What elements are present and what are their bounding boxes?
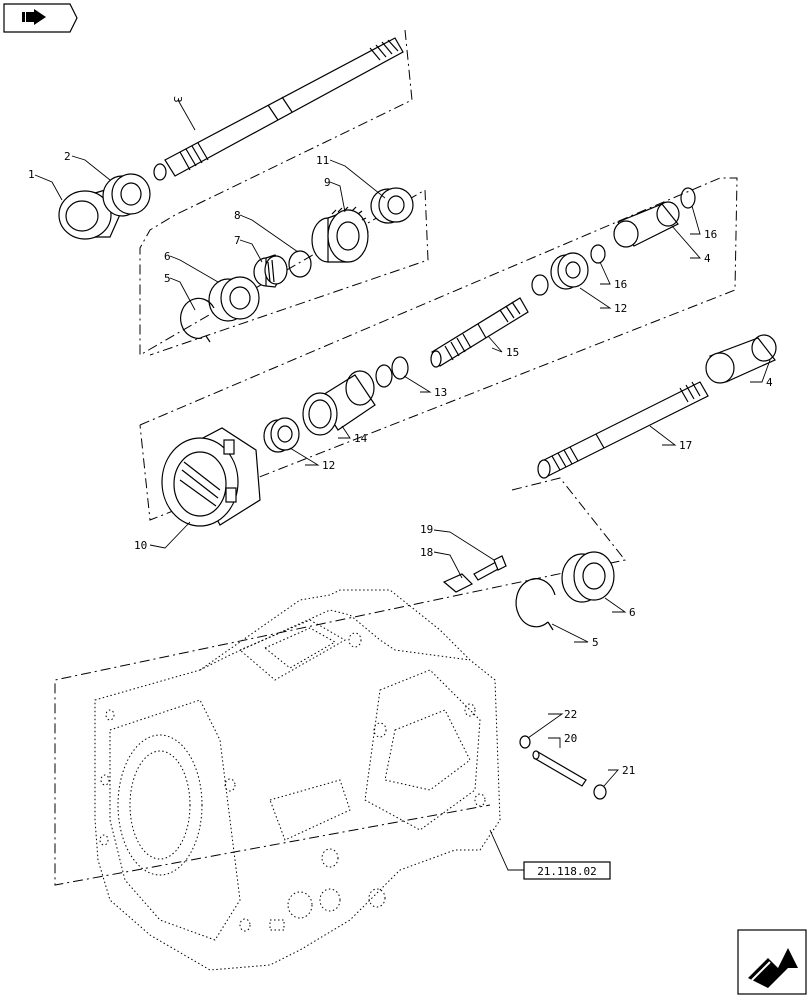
callout-14: 14 [354,432,368,445]
callout-4-lower: 4 [766,376,773,389]
callout-5-lower: 5 [592,636,599,649]
part-4-sleeve-lower [705,334,777,384]
callout-11: 10 [134,539,147,552]
part-16-ring-b [590,244,606,264]
part-19-bolt [473,555,507,581]
leader-lines [34,99,771,871]
part-16-ring-a [680,187,696,209]
callout-13: 13 [434,386,447,399]
callout-17: 17 [679,439,692,452]
callout-7: 7 [234,234,241,247]
callout-21: 21 [622,764,635,777]
reference-link[interactable]: 21.118.02 [523,861,611,880]
callout-15: 15 [506,346,519,359]
part-10-bearing [370,187,414,224]
callout-12-middle: 12 [322,459,335,472]
callout-10: 11 [316,154,329,167]
part-15-shaft [430,297,529,368]
callout-6-lower: 6 [629,606,636,619]
assembly-outline-middle [139,177,738,521]
callout-22: 22 [564,708,577,721]
part-2-bearing [102,173,151,217]
assembly-outline-lower [54,477,626,886]
part-6-bearing-lower [561,551,615,603]
callout-18: 18 [420,546,433,559]
part-9-gear [311,206,369,263]
part-17-output-shaft [537,381,709,479]
next-page-arrow-icon [748,948,798,988]
part-12-bearing-middle [263,417,300,453]
part-14-coupler [302,370,376,436]
assembly-outline-upper [139,29,429,356]
back-button[interactable] [3,3,78,33]
back-arrow-icon [22,9,46,25]
reference-label: 21.118.02 [537,865,597,878]
part-12-bearing-upper [550,252,589,290]
callout-12-upper: 12 [614,302,627,315]
ring-small-upper [531,274,549,296]
part-8-snap-ring [288,250,312,278]
callout-9: 9 [324,176,331,189]
part-3-input-shaft [153,37,404,181]
callout-8: 8 [234,209,241,222]
part-5-circlip-lower [515,578,556,631]
callout-3: 3 [171,96,184,103]
callout-19: 19 [420,523,433,536]
part-11-hub [161,427,261,527]
callout-1: 1 [28,168,35,181]
part-18-plate [442,573,474,593]
callout-2: 2 [64,150,71,163]
part-7-needle-bearing [253,254,288,288]
part-5-circlip-upper [180,297,215,343]
part-4-sleeve-upper [613,201,680,248]
next-page-button[interactable] [737,929,807,995]
part-1-seal [58,187,123,240]
part-13-rings [375,356,409,388]
callout-labels: 3 1 2 11 9 8 7 6 5 16 4 16 12 15 13 14 1… [28,96,773,777]
transmission-housing [94,589,501,971]
part-22-ring [519,735,531,749]
callout-5-upper: 5 [164,272,171,285]
part-6-bearing-upper [208,276,260,322]
callout-16-a: 16 [704,228,717,241]
callout-6-upper: 6 [164,250,171,263]
part-21-ring [593,784,607,800]
callout-4-upper: 4 [704,252,711,265]
callout-20: 20 [564,732,577,745]
part-20-pin [532,750,587,787]
callout-16-b: 16 [614,278,627,291]
